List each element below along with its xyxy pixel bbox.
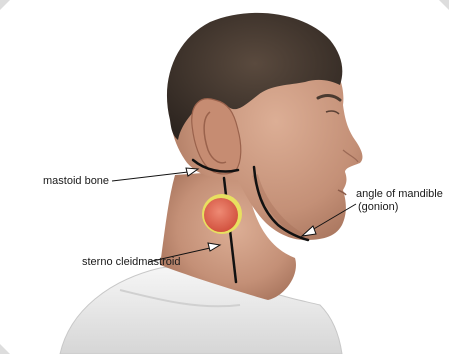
marker-circle <box>204 198 238 232</box>
label-angle-of-mandible: angle of mandible <box>356 188 443 201</box>
label-sterno-cleidomastoid: sterno cleidmastroid <box>82 256 180 269</box>
corner-mark <box>439 0 449 10</box>
corner-mark <box>0 0 10 10</box>
label-mastoid-bone: mastoid bone <box>43 175 109 188</box>
label-gonion: (gonion) <box>358 201 398 214</box>
